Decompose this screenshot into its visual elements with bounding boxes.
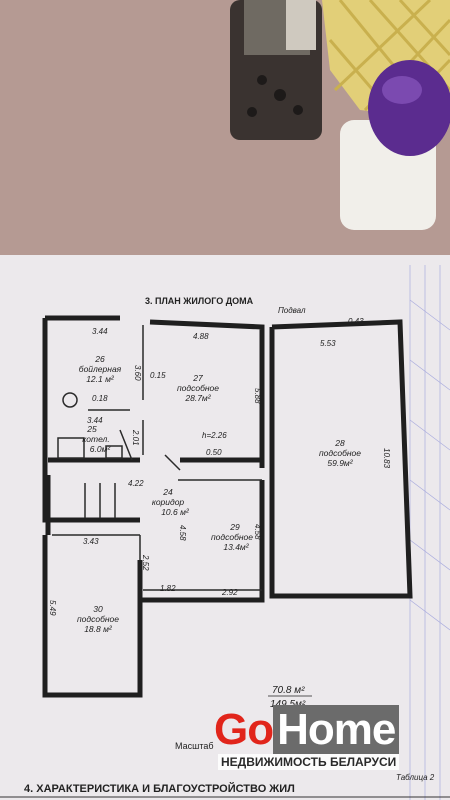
- room-24-name: коридор: [152, 497, 185, 507]
- room-29-name: подсобное: [211, 532, 253, 542]
- dim-2-52: 2.52: [141, 554, 150, 571]
- footer-heading: 4. ХАРАКТЕРИСТИКА И БЛАГОУСТРОЙСТВО ЖИЛ: [24, 782, 295, 795]
- floor-label: Подвал: [278, 306, 306, 315]
- dim-5-88: 5.88: [253, 388, 262, 404]
- dim-0-43: 0.43: [348, 317, 364, 326]
- room-30-name: подсобное: [77, 614, 119, 624]
- dim-1-82: 1.82: [160, 584, 176, 593]
- room-29-number: 29: [229, 522, 240, 532]
- room-25-area: 6.0м²: [90, 444, 112, 454]
- room-27-number: 27: [192, 373, 203, 383]
- room-28-area: 59.9м²: [327, 458, 353, 468]
- room-26-number: 26: [94, 354, 105, 364]
- table-label: Таблица 2: [396, 773, 435, 782]
- dim-4-88: 4.88: [193, 332, 209, 341]
- dim-0-50: 0.50: [206, 448, 222, 457]
- dim-3-44: 3.44: [92, 327, 108, 336]
- logo-tagline: НЕДВИЖИМОСТЬ БЕЛАРУСИ: [218, 754, 400, 770]
- room-25-number: 25: [86, 424, 97, 434]
- table-objects: [230, 0, 450, 230]
- room-28-number: 28: [334, 438, 345, 448]
- room-29-area: 13.4м²: [223, 542, 249, 552]
- logo-home: Home: [273, 705, 400, 754]
- dim-4-22: 4.22: [128, 479, 144, 488]
- logo-word: GoHome: [214, 705, 400, 754]
- scale-label: Масштаб: [175, 741, 214, 751]
- dim-0-18: 0.18: [92, 394, 108, 403]
- room-26-area: 12.1 м²: [86, 374, 115, 384]
- dim-3-43: 3.43: [83, 537, 99, 546]
- dim-5-53: 5.53: [320, 339, 336, 348]
- dim-10-83: 10.83: [382, 448, 391, 469]
- dim-5-49: 5.49: [48, 600, 57, 616]
- dim-4-58-b: 4.58: [253, 524, 262, 540]
- room-24-number: 24: [162, 487, 173, 497]
- total-area-1: 70.8 м²: [272, 685, 305, 696]
- dim-0-15: 0.15: [150, 371, 166, 380]
- room-27-area: 28.7м²: [184, 393, 211, 403]
- dim-4-58: 4.58: [178, 525, 187, 541]
- dim-3-60: 3.60: [133, 365, 142, 381]
- room-25-name: котел.: [82, 434, 109, 444]
- logo-go: Go: [214, 705, 274, 754]
- gohome-logo: GoHome НЕДВИЖИМОСТЬ БЕЛАРУСИ: [214, 705, 450, 772]
- room-27-name: подсобное: [177, 383, 219, 393]
- dim-2-92: 2.92: [221, 588, 238, 597]
- room-24-area: 10.6 м²: [161, 507, 190, 517]
- height-label: h=2.26: [202, 431, 227, 440]
- room-26-name: бойлерная: [79, 364, 122, 374]
- dim-2-01: 2.01: [131, 429, 140, 446]
- room-30-area: 18.8 м²: [84, 624, 113, 634]
- room-28-name: подсобное: [319, 448, 361, 458]
- room-30-number: 30: [93, 604, 103, 614]
- dim-3-44-b: 3.44: [87, 416, 103, 425]
- total-area-2: 149.5м²: [270, 699, 306, 710]
- section-title: 3. ПЛАН ЖИЛОГО ДОМА: [145, 296, 254, 306]
